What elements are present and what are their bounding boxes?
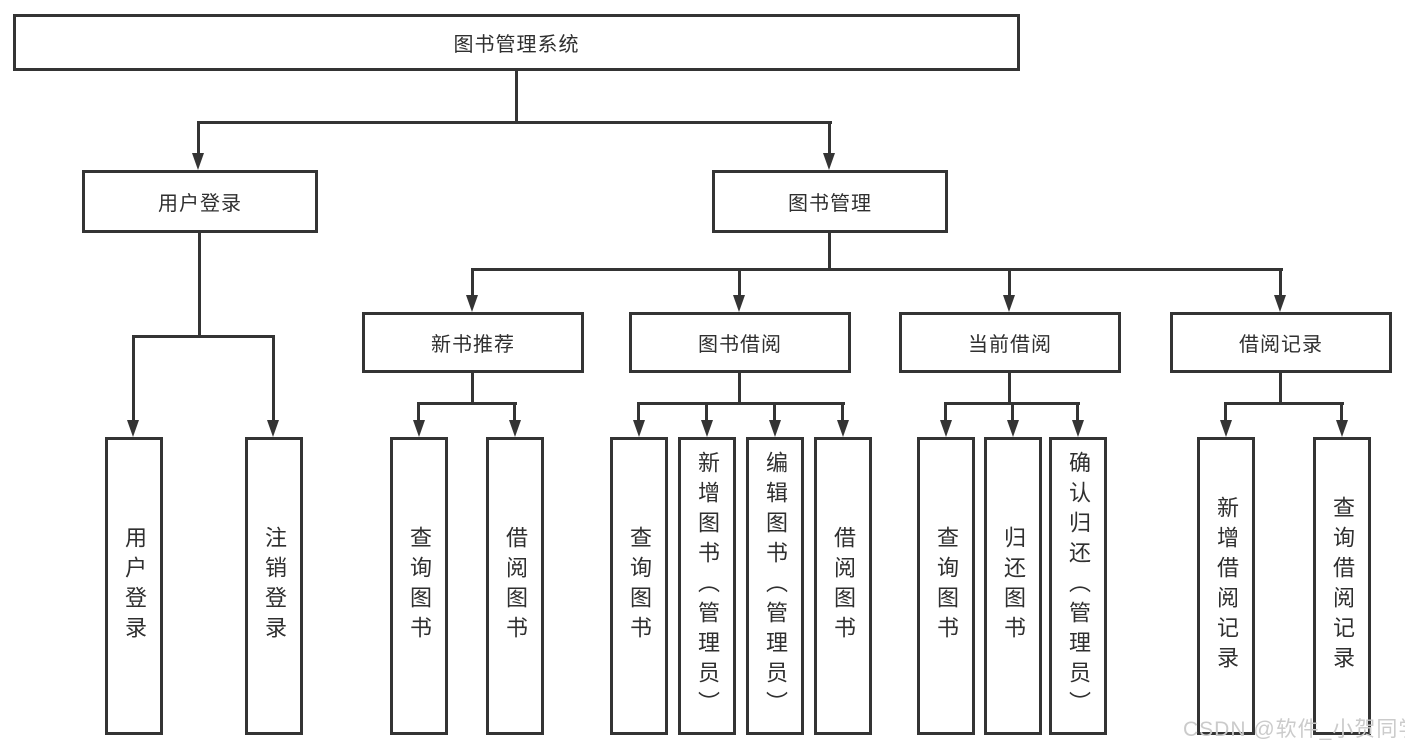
node-user-login-label: 用户登录: [158, 193, 242, 215]
arrowhead-user-login-icon: [192, 153, 204, 170]
connector-records-stem: [1279, 373, 1282, 405]
leaf-current-query-books-label: 查询图书: [934, 526, 959, 646]
connector-user-bar: [132, 335, 275, 338]
connector-recommend-drop: [471, 268, 474, 295]
leaf-add-borrow-record-label: 新增借阅记录: [1214, 496, 1239, 676]
leaf-recommend-query-books: 查询图书: [390, 437, 448, 735]
node-current-borrow: 当前借阅: [899, 312, 1121, 373]
connector-root-stem: [515, 71, 518, 122]
node-book-borrow-label: 图书借阅: [698, 334, 782, 356]
arrowhead-leaf-icon: [1007, 420, 1019, 437]
node-current-borrow-label: 当前借阅: [968, 334, 1052, 356]
connector-current-drop: [1008, 268, 1011, 295]
leaf-user-login: 用户登录: [105, 437, 163, 735]
connector-records-bar: [1224, 402, 1344, 405]
arrowhead-user-leaf1-icon: [127, 420, 139, 437]
leaf-return-books-label: 归还图书: [1001, 526, 1026, 646]
connector-leaf-drop: [1224, 402, 1227, 421]
node-book-borrow: 图书借阅: [629, 312, 851, 373]
arrowhead-borrow-icon: [733, 295, 745, 312]
leaf-recommend-query-books-label: 查询图书: [407, 526, 432, 646]
connector-leaf-drop: [1340, 402, 1343, 421]
arrowhead-book-mgmt-icon: [823, 153, 835, 170]
node-borrow-records: 借阅记录: [1170, 312, 1392, 373]
leaf-query-borrow-record-label: 查询借阅记录: [1330, 496, 1355, 676]
connector-leaf-drop: [1011, 402, 1014, 421]
leaf-add-books-admin-label: 新增图书（管理员）: [695, 451, 720, 721]
connector-user-stem: [198, 233, 201, 338]
arrowhead-recommend-icon: [466, 295, 478, 312]
arrowhead-leaf-icon: [837, 420, 849, 437]
arrowhead-leaf-icon: [509, 420, 521, 437]
connector-leaf-drop: [773, 402, 776, 421]
leaf-logout: 注销登录: [245, 437, 303, 735]
leaf-add-borrow-record: 新增借阅记录: [1197, 437, 1255, 735]
leaf-edit-books-admin: 编辑图书（管理员）: [746, 437, 804, 735]
leaf-borrow-query-books-label: 查询图书: [627, 526, 652, 646]
connector-borrow-stem: [738, 373, 741, 405]
arrowhead-user-leaf2-icon: [267, 420, 279, 437]
connector-level3-bar: [471, 268, 1283, 271]
arrowhead-leaf-icon: [1336, 420, 1348, 437]
connector-leaf-drop: [841, 402, 844, 421]
leaf-edit-books-admin-label: 编辑图书（管理员）: [763, 451, 788, 721]
leaf-recommend-borrow-books: 借阅图书: [486, 437, 544, 735]
leaf-user-login-label: 用户登录: [122, 526, 147, 646]
leaf-current-query-books: 查询图书: [917, 437, 975, 735]
leaf-logout-label: 注销登录: [262, 526, 287, 646]
node-borrow-records-label: 借阅记录: [1239, 334, 1323, 356]
connector-leaf-drop: [1076, 402, 1079, 421]
node-book-management-label: 图书管理: [788, 193, 872, 215]
leaf-confirm-return-admin: 确认归还（管理员）: [1049, 437, 1107, 735]
arrowhead-current-icon: [1003, 295, 1015, 312]
csdn-watermark: CSDN @软件_小贺同学: [1183, 718, 1405, 741]
connector-records-drop: [1279, 268, 1282, 295]
arrowhead-leaf-icon: [413, 420, 425, 437]
connector-leaf-drop: [417, 402, 420, 421]
node-new-book-recommend-label: 新书推荐: [431, 334, 515, 356]
node-root: 图书管理系统: [13, 14, 1020, 71]
connector-recommend-bar: [417, 402, 517, 405]
arrowhead-leaf-icon: [1072, 420, 1084, 437]
node-book-management: 图书管理: [712, 170, 948, 233]
leaf-borrow-query-books: 查询图书: [610, 437, 668, 735]
leaf-return-books: 归还图书: [984, 437, 1042, 735]
leaf-add-books-admin: 新增图书（管理员）: [678, 437, 736, 735]
arrowhead-leaf-icon: [701, 420, 713, 437]
arrowhead-records-icon: [1274, 295, 1286, 312]
leaf-query-borrow-record: 查询借阅记录: [1313, 437, 1371, 735]
arrowhead-leaf-icon: [940, 420, 952, 437]
connector-book-stem: [828, 233, 831, 271]
node-user-login: 用户登录: [82, 170, 318, 233]
connector-current-stem: [1008, 373, 1011, 405]
connector-book-mgmt-drop: [828, 121, 831, 154]
connector-leaf-drop: [944, 402, 947, 421]
connector-borrow-drop: [738, 268, 741, 295]
connector-user-login-drop: [197, 121, 200, 154]
leaf-recommend-borrow-books-label: 借阅图书: [503, 526, 528, 646]
connector-user-leaf2-drop: [272, 335, 275, 420]
leaf-borrow-books: 借阅图书: [814, 437, 872, 735]
connector-level2-bar: [197, 121, 832, 124]
connector-borrow-bar: [637, 402, 845, 405]
leaf-confirm-return-admin-label: 确认归还（管理员）: [1066, 451, 1091, 721]
leaf-borrow-books-label: 借阅图书: [831, 526, 856, 646]
connector-recommend-stem: [471, 373, 474, 405]
node-root-label: 图书管理系统: [453, 34, 580, 56]
connector-leaf-drop: [637, 402, 640, 421]
connector-user-leaf1-drop: [132, 335, 135, 420]
node-new-book-recommend: 新书推荐: [362, 312, 584, 373]
arrowhead-leaf-icon: [769, 420, 781, 437]
arrowhead-leaf-icon: [1220, 420, 1232, 437]
connector-leaf-drop: [705, 402, 708, 421]
arrowhead-leaf-icon: [633, 420, 645, 437]
connector-leaf-drop: [513, 402, 516, 421]
